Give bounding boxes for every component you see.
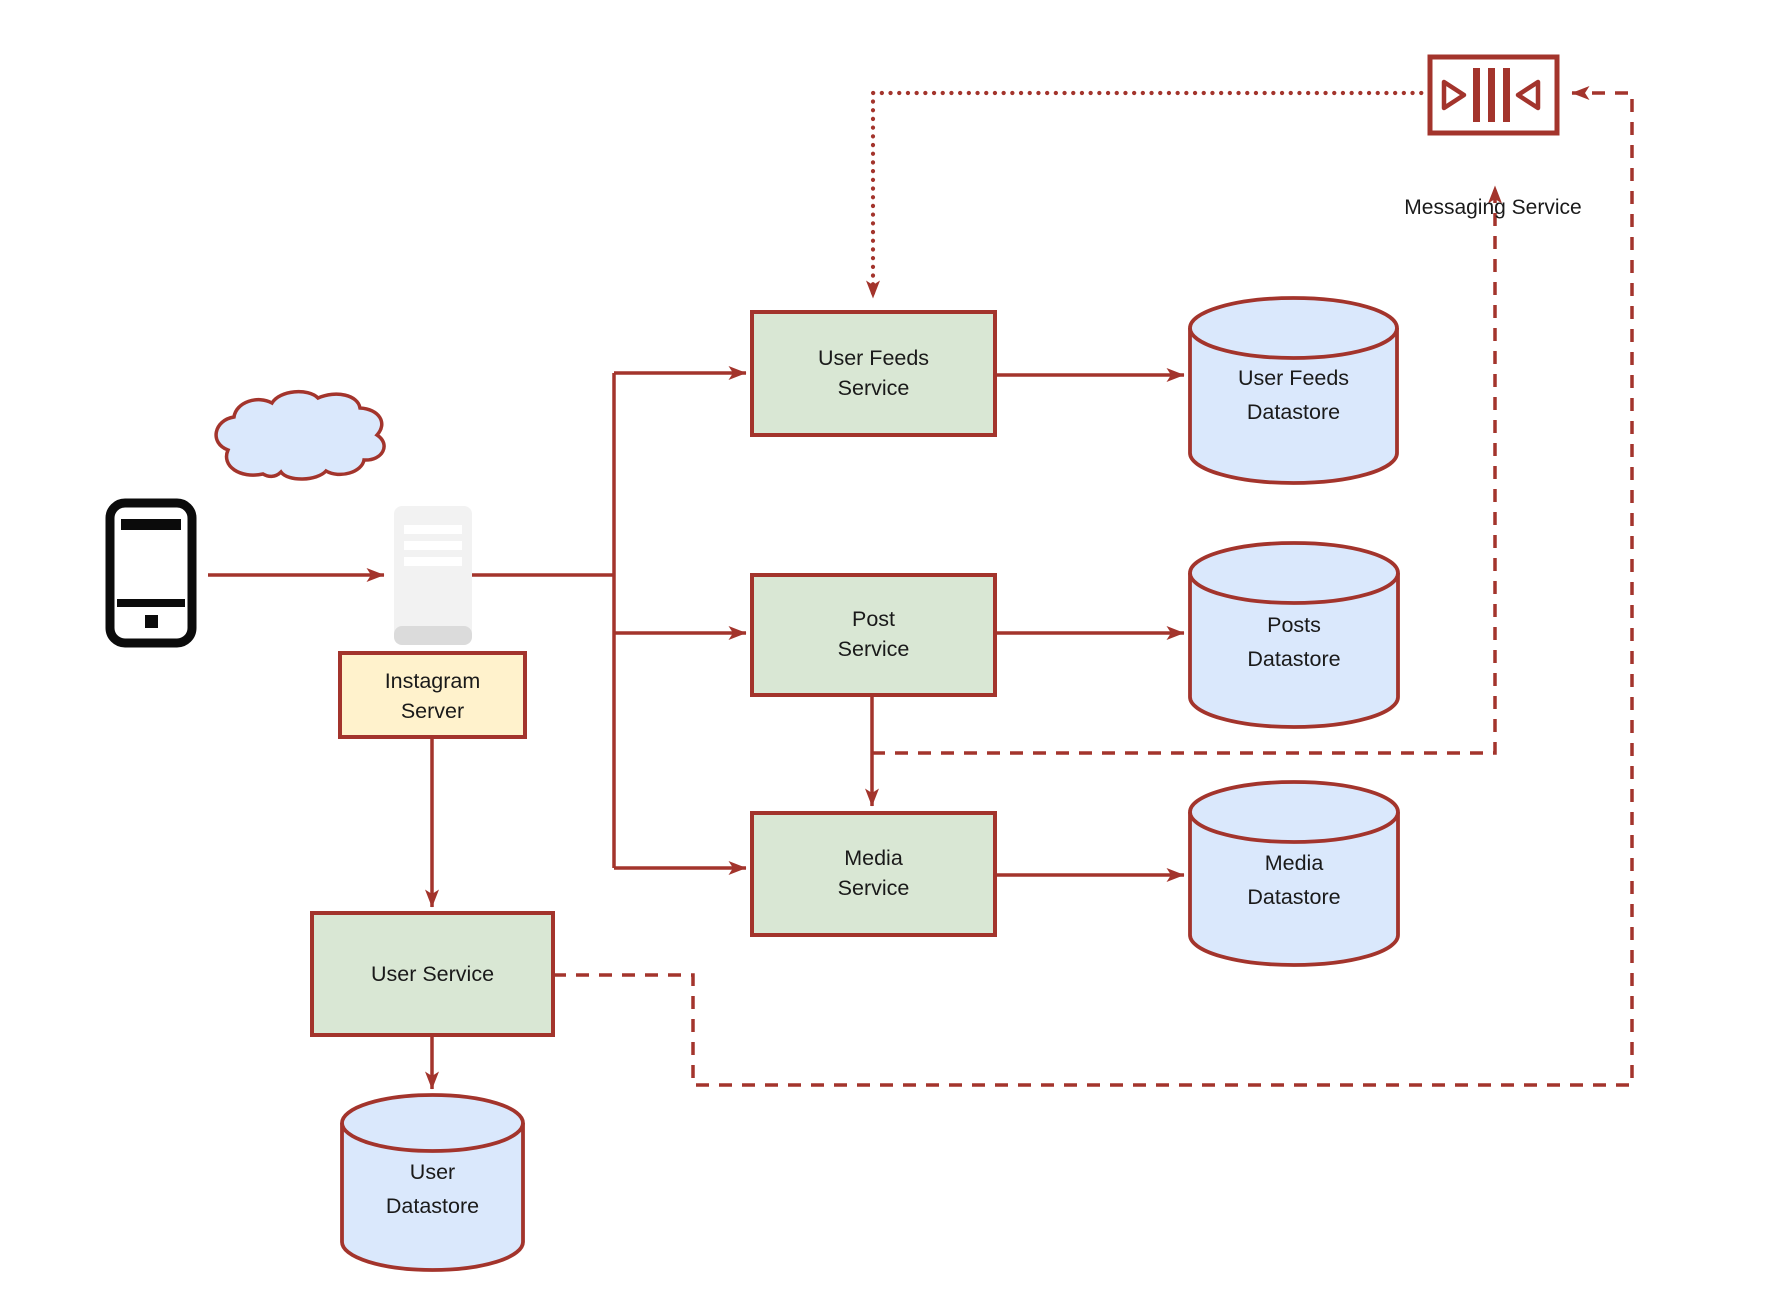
media-datastore-label: Media Datastore xyxy=(1247,851,1341,909)
user-service-box xyxy=(310,911,555,1037)
instagram-server-label-box xyxy=(338,651,527,739)
user-feeds-datastore-cylinder xyxy=(1188,296,1399,485)
user-service-label: User Service xyxy=(370,962,495,986)
user-datastore-label: User Datastore xyxy=(385,1160,480,1218)
media-service-box xyxy=(750,811,997,937)
user-datastore-cylinder xyxy=(340,1093,525,1272)
instagram-server-label: Instagram Server xyxy=(384,669,481,723)
media-service-label: Media Service xyxy=(837,846,910,900)
post-service-box xyxy=(750,573,997,697)
client-phone-icon xyxy=(105,498,197,648)
posts-datastore-cylinder xyxy=(1188,541,1400,729)
messaging-service-icon xyxy=(1427,54,1560,136)
edge-messaging-to-user-feeds-service xyxy=(866,90,1433,301)
network-cloud xyxy=(214,390,386,481)
media-datastore-cylinder xyxy=(1188,780,1400,967)
user-feeds-service-label: User Feeds Service xyxy=(817,346,930,400)
edge-user-service-to-messaging xyxy=(553,86,1634,1087)
user-feeds-datastore-label: User Feeds Datastore xyxy=(1237,366,1350,424)
posts-datastore-label: Posts Datastore xyxy=(1247,613,1341,671)
user-feeds-service-box xyxy=(750,310,997,437)
edge-post-service-to-messaging xyxy=(872,185,1502,755)
instagram-server-icon xyxy=(394,506,472,645)
messaging-service-label: Messaging Service xyxy=(1404,196,1582,219)
post-service-label: Post Service xyxy=(837,607,910,661)
